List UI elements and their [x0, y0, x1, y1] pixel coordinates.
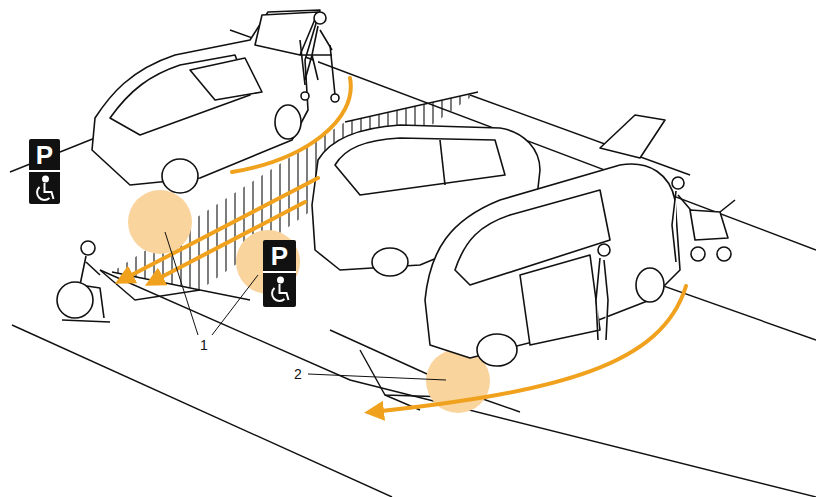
ground-lines	[10, 30, 816, 497]
wheelchair-symbol	[29, 170, 60, 204]
car-right	[425, 115, 680, 366]
people	[57, 12, 735, 340]
sign-letter: P	[29, 139, 60, 170]
wheelchair-glyph	[37, 177, 53, 200]
parking-sign: P	[29, 139, 60, 204]
movement-arrows	[122, 78, 686, 412]
callout-number: 2	[292, 366, 304, 382]
wheelchair-symbol	[263, 271, 296, 307]
wheelchair-glyph	[272, 278, 288, 301]
leader-lines	[165, 232, 446, 380]
car-left	[92, 10, 320, 193]
parking-sign: P	[263, 240, 296, 307]
sign-letter: P	[263, 240, 296, 271]
callout-number: 1	[198, 337, 210, 353]
